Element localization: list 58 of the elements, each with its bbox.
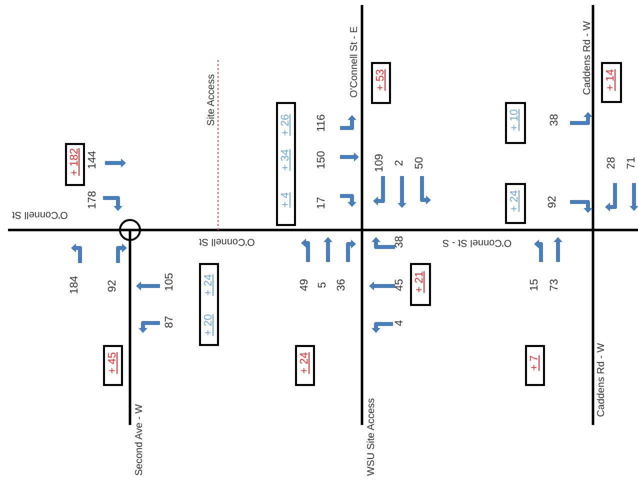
volume-change: + 21: [414, 270, 426, 292]
traffic-volume: 178: [88, 190, 98, 210]
street-name: WSU Site Access: [367, 398, 377, 476]
traffic-volume: 50: [414, 156, 426, 170]
street-name: O'Connell St: [199, 236, 255, 246]
street-name: Second Ave - W: [135, 404, 145, 476]
street-name: Caddens Rd - W: [597, 343, 607, 417]
traffic-volume: 38: [394, 236, 406, 248]
traffic-volume: 144: [88, 150, 98, 170]
volume-change-box: [276, 102, 296, 226]
volume-change-box: [505, 183, 526, 224]
volume-change-box: [505, 102, 526, 144]
traffic-volume: 92: [108, 280, 118, 292]
traffic-volume: 45: [394, 278, 406, 292]
traffic-volume: 4: [394, 320, 406, 326]
volume-change-box: [525, 345, 545, 386]
street-name: O'Connell St - E: [350, 26, 360, 98]
traffic-volume: 17: [316, 196, 328, 210]
volume-change-box: [103, 345, 123, 386]
traffic-volume: 109: [374, 154, 386, 172]
traffic-volume: 5: [318, 282, 328, 288]
traffic-volume: 184: [70, 276, 80, 294]
volume-change-box: [199, 263, 219, 346]
traffic-volume: 73: [550, 278, 560, 292]
volume-change: + 182: [69, 148, 80, 176]
volume-change-box: [295, 345, 315, 386]
traffic-volume: 92: [548, 196, 558, 208]
volume-change: + 10: [510, 109, 520, 131]
volume-change: + 24: [510, 190, 520, 212]
traffic-volume: 105: [164, 272, 176, 292]
street-name: Site Access: [207, 74, 217, 126]
volume-change-box: [371, 62, 391, 104]
traffic-volume: 38: [550, 114, 560, 126]
traffic-volume: 2: [394, 160, 406, 166]
volume-change: + 53: [375, 69, 386, 91]
volume-change: + 26: [280, 114, 291, 136]
volume-change: + 20: [203, 314, 214, 336]
traffic-volume: 71: [626, 156, 638, 170]
traffic-volume: 36: [336, 278, 348, 292]
volume-change-box: [65, 143, 85, 186]
volume-change: + 45: [107, 352, 118, 374]
volume-change: + 24: [203, 274, 214, 296]
volume-change: + 24: [299, 352, 310, 374]
volume-change: + 34: [280, 148, 291, 170]
traffic-volume: 116: [316, 114, 328, 132]
volume-change: + 4: [280, 192, 291, 208]
volume-change: + 7: [529, 354, 540, 370]
street-name: O'Connell St: [12, 209, 68, 219]
traffic-volume: 15: [530, 278, 540, 292]
street-name: O'Connel St - S: [442, 237, 512, 247]
traffic-volume: 150: [316, 150, 328, 170]
street-name: Caddens Rd - W: [583, 21, 593, 95]
traffic-volume: 49: [300, 278, 310, 292]
traffic-volume: 87: [164, 316, 176, 328]
volume-change-box: [601, 62, 622, 103]
volume-change-box: [410, 263, 431, 306]
volume-change: + 14: [606, 68, 616, 90]
traffic-volume: 28: [606, 156, 618, 170]
